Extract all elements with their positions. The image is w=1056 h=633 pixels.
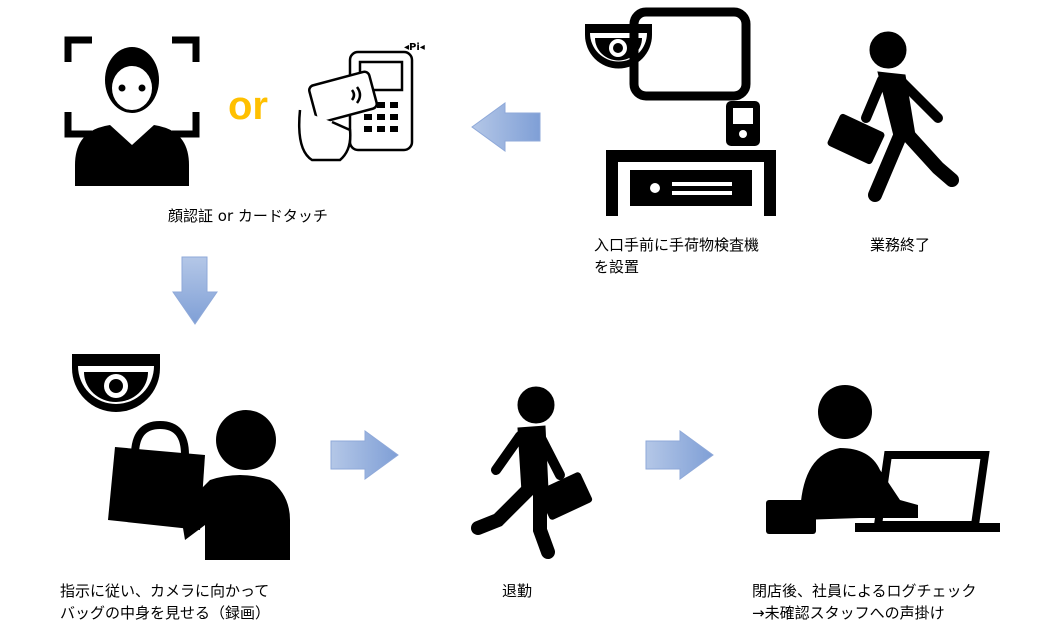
show-bag-caption-line2: バッグの中身を見せる（録画） xyxy=(60,604,271,622)
scanner-caption: 入口手前に手荷物検査機 を設置 xyxy=(594,234,759,278)
log-check-caption: 閉店後、社員によるログチェック →未確認スタッフへの声掛け xyxy=(752,580,977,624)
show-bag-caption: 指示に従い、カメラに向かって バッグの中身を見せる（録画） xyxy=(60,580,270,624)
security-camera-icon xyxy=(585,24,652,69)
face-recognition-icon xyxy=(64,36,200,186)
arrow-left xyxy=(471,102,541,152)
reader-sound-label: ◂Pi◂ xyxy=(404,42,425,53)
arrow-right xyxy=(645,430,714,480)
log-check-caption-line1: 閉店後、社員によるログチェック xyxy=(752,582,977,600)
security-camera-icon xyxy=(72,354,160,412)
arrow-down xyxy=(172,256,218,325)
leaving-worker-icon xyxy=(471,386,593,559)
baggage-scanner-icon xyxy=(606,7,776,216)
log-check-caption-line2: →未確認スタッフへの声掛け xyxy=(752,604,945,622)
card-reader-icon xyxy=(298,50,414,162)
staff-at-laptop-icon xyxy=(766,385,1000,534)
show-bag-caption-line1: 指示に従い、カメラに向かって xyxy=(60,582,270,600)
arrow-right xyxy=(330,430,399,480)
walking-worker-icon xyxy=(827,31,959,202)
leave-caption: 退勤 xyxy=(502,582,533,600)
end-work-caption: 業務終了 xyxy=(870,236,931,254)
scanner-caption-line1: 入口手前に手荷物検査機 xyxy=(594,236,760,254)
person-showing-bag-icon xyxy=(108,410,290,560)
scanner-caption-line2: を設置 xyxy=(594,258,640,276)
or-label: or xyxy=(228,84,268,128)
auth-caption: 顔認証 or カードタッチ xyxy=(168,207,328,225)
